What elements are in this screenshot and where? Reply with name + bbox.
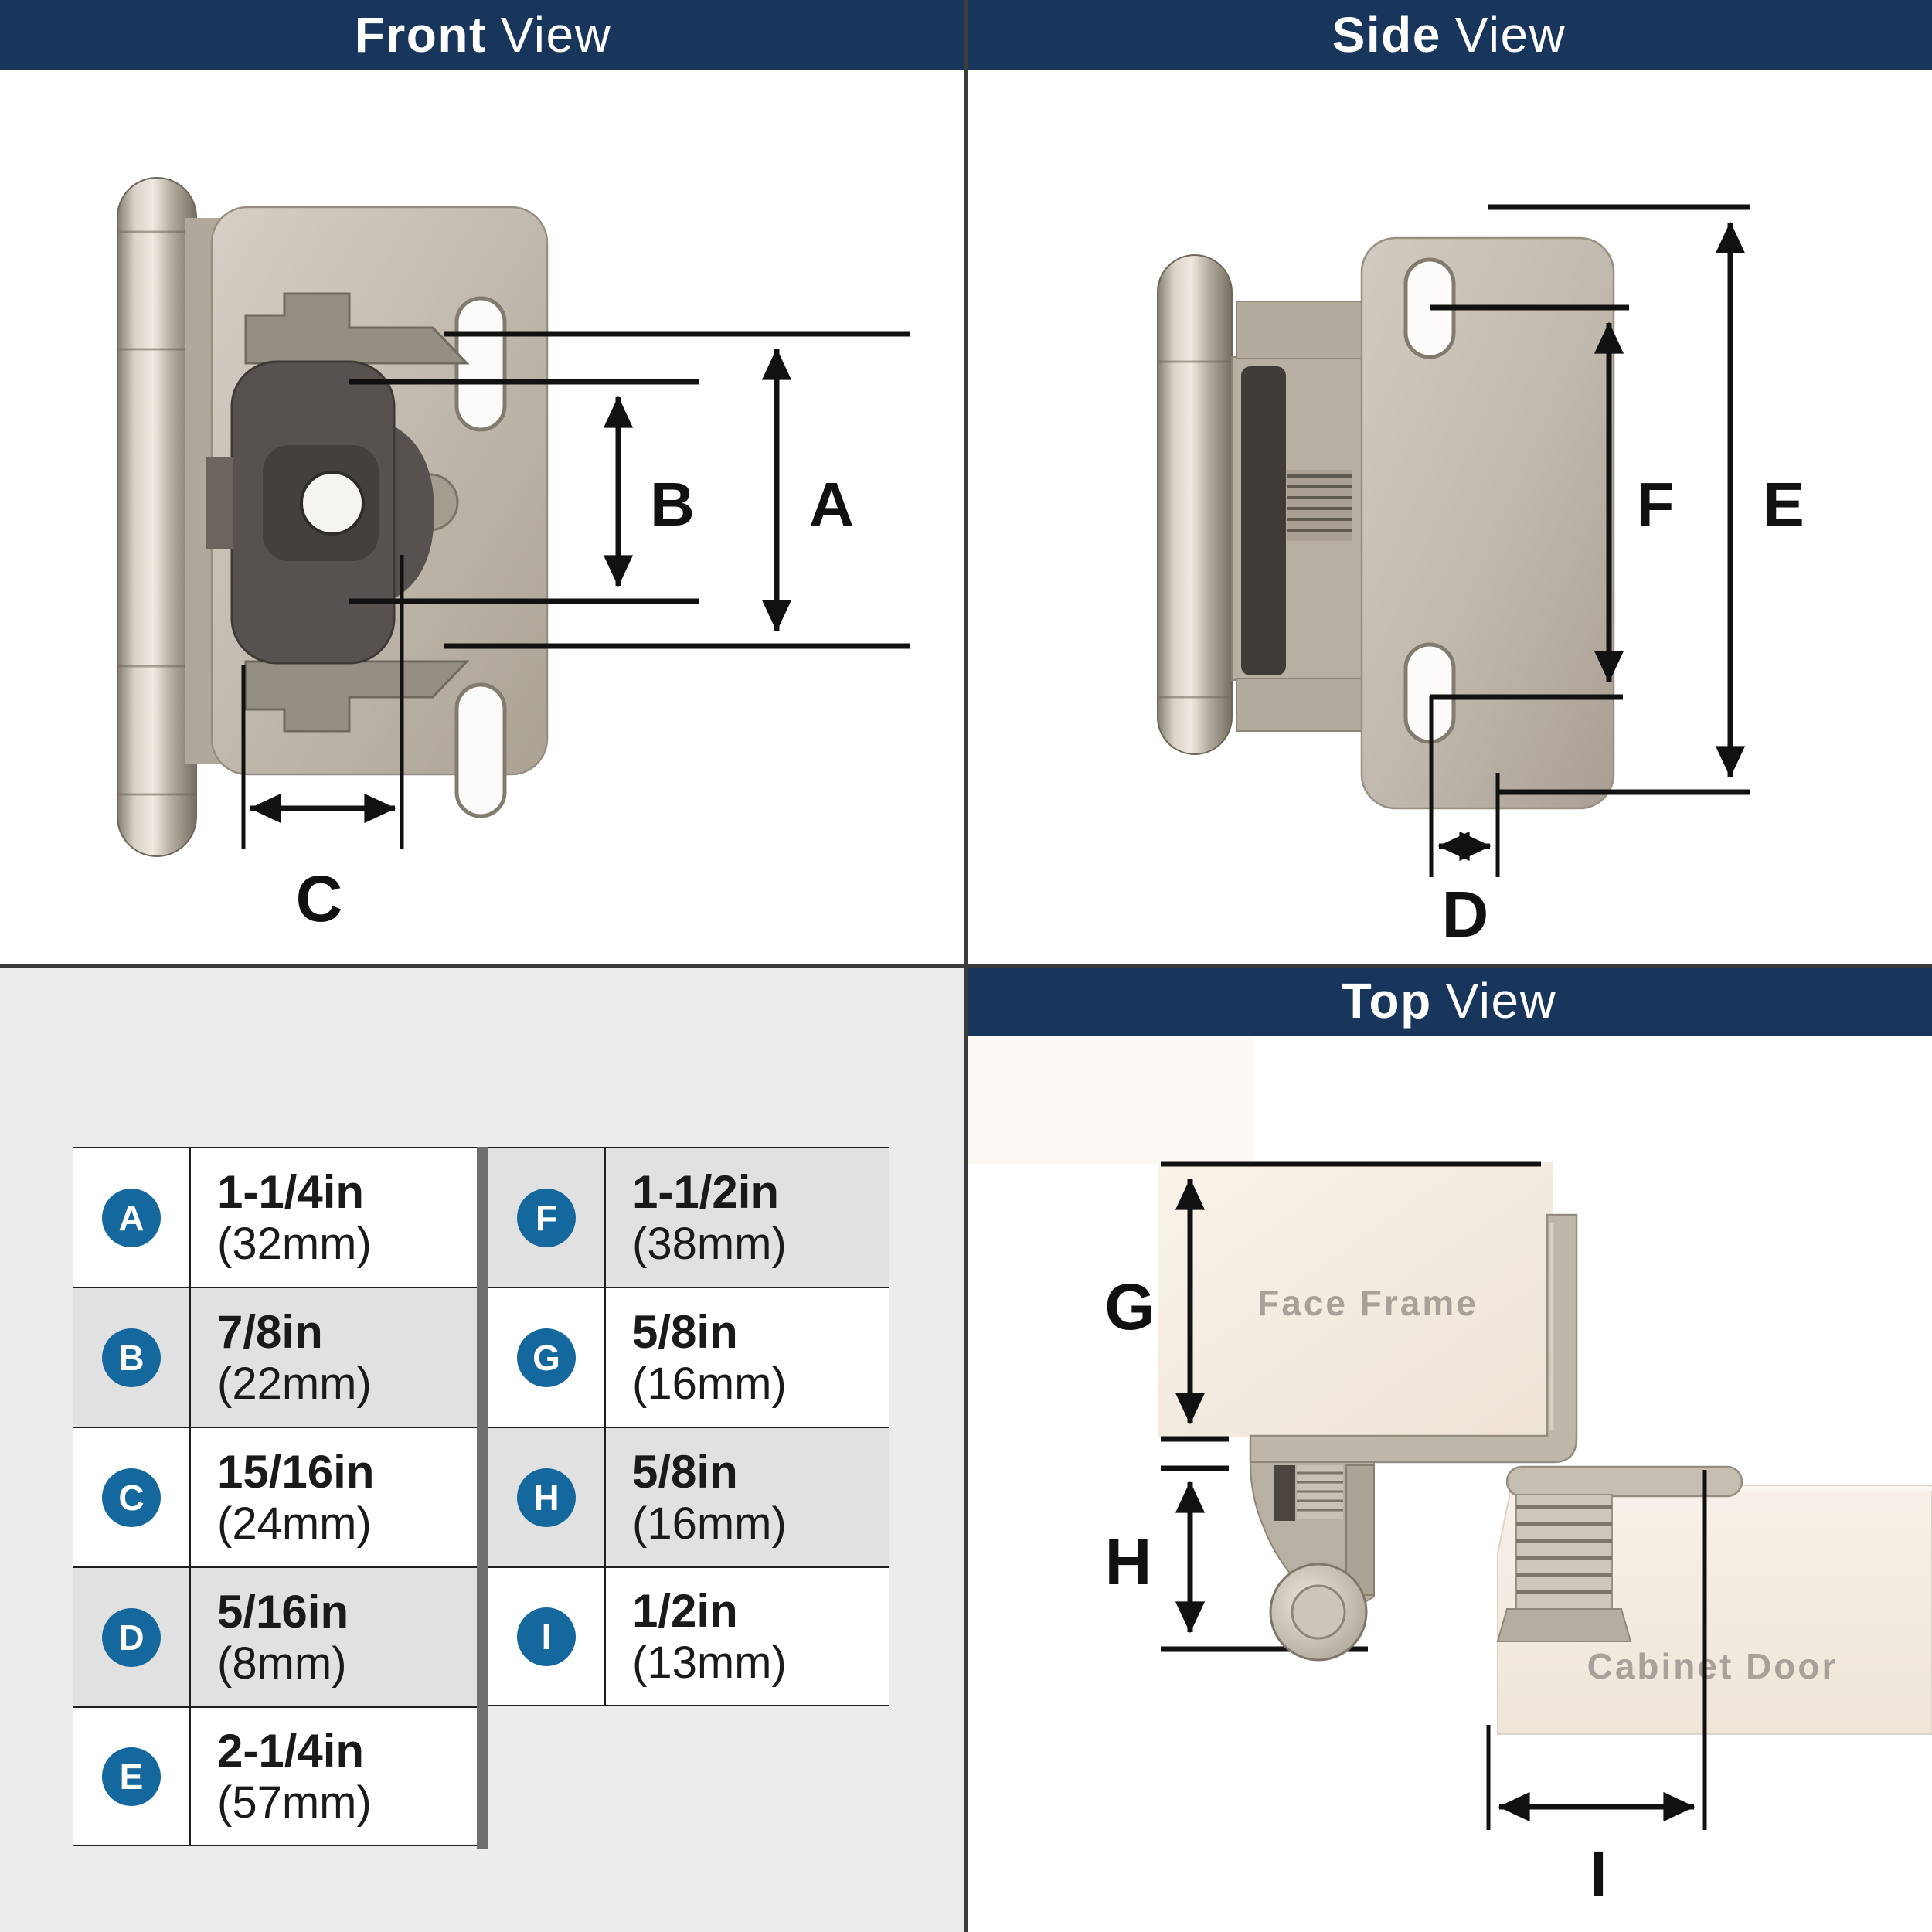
dimensions-column-left: A 1-1/4in (32mm) B 7/8in (22mm) C 15/16i…: [73, 1147, 477, 1846]
hinge-mechanism-side: [1231, 301, 1366, 732]
dim-label-a: A: [809, 470, 854, 539]
top-dimension-lines: [1161, 1161, 1707, 1830]
dim-badge-e: E: [102, 1747, 161, 1806]
front-view-title-bold: Front: [354, 7, 487, 63]
horizontal-quadrant-divider: [0, 964, 1932, 968]
dim-value-mm: (38mm): [632, 1218, 787, 1269]
hinge-door-wing: [1505, 1465, 1743, 1498]
dim-label-i: I: [1589, 1838, 1607, 1910]
table-row: A 1-1/4in (32mm): [73, 1147, 477, 1287]
side-view-title-bold: Side: [1332, 7, 1441, 63]
hinge-wings: [244, 292, 470, 733]
door-adjustment-screw: [1496, 1494, 1632, 1642]
adjustment-cam: [206, 360, 434, 665]
dim-badge-b: B: [102, 1328, 161, 1387]
dim-label-e: E: [1763, 470, 1804, 539]
dim-badge-f: F: [517, 1188, 576, 1247]
dimensions-column-right: F 1-1/2in (38mm) G 5/8in (16mm) H 5/8in …: [488, 1147, 889, 1706]
cabinet-door-label: Cabinet Door: [1587, 1646, 1838, 1686]
dimensions-table: A 1-1/4in (32mm) B 7/8in (22mm) C 15/16i…: [73, 1147, 889, 1849]
dim-value-inches: 1/2in: [632, 1584, 738, 1637]
dim-value-mm: (57mm): [217, 1777, 372, 1828]
table-row: D 5/16in (8mm): [73, 1566, 477, 1706]
dim-value-mm: (8mm): [217, 1638, 347, 1689]
dim-value-inches: 5/8in: [632, 1305, 738, 1358]
dim-value-mm: (22mm): [217, 1358, 372, 1409]
dim-badge-d: D: [102, 1607, 161, 1667]
table-row: G 5/8in (16mm): [488, 1287, 889, 1427]
background-highlight-panel: [966, 1037, 1253, 1164]
dim-badge-g: G: [517, 1328, 576, 1387]
dim-label-f: F: [1637, 470, 1675, 539]
table-row: I 1/2in (13mm): [488, 1566, 889, 1706]
dim-value-mm: (13mm): [632, 1637, 787, 1688]
table-group-divider: [477, 1147, 488, 1849]
face-frame-panel: [1158, 1162, 1553, 1437]
side-view-header: Side View: [966, 0, 1932, 70]
hinge-frame-wing: [1249, 1213, 1578, 1464]
hinge-knuckle-assembly: [1249, 1461, 1375, 1662]
dim-value-mm: (32mm): [217, 1218, 372, 1269]
top-view-title-regular: View: [1445, 973, 1557, 1029]
front-view-diagram: A B C: [117, 177, 910, 935]
dim-label-b: B: [650, 470, 695, 539]
cam-hole: [300, 471, 365, 536]
dimensions-table-quadrant: A 1-1/4in (32mm) B 7/8in (22mm) C 15/16i…: [0, 966, 966, 1932]
side-view-quadrant: Side View: [966, 0, 1932, 966]
dim-badge-h: H: [517, 1468, 576, 1527]
dim-label-d: D: [1442, 878, 1489, 951]
front-dimension-lines: [241, 331, 910, 849]
table-row: E 2-1/4in (57mm): [73, 1706, 477, 1846]
dim-value-inches: 1-1/2in: [632, 1165, 780, 1218]
dim-value-inches: 1-1/4in: [217, 1165, 365, 1218]
top-view-diagram: Face Frame Cabinet Door: [966, 1037, 1932, 1910]
dim-badge-a: A: [102, 1188, 161, 1247]
dim-value-inches: 5/8in: [632, 1445, 738, 1498]
side-view-diagram: E F D: [1157, 204, 1804, 951]
dim-value-inches: 5/16in: [217, 1585, 349, 1638]
dim-badge-c: C: [102, 1468, 161, 1527]
side-view-title-regular: View: [1454, 7, 1566, 63]
hinge-barrel-side: [1157, 254, 1233, 755]
dim-value-inches: 2-1/4in: [217, 1724, 365, 1777]
dim-label-c: C: [296, 862, 343, 935]
dim-value-mm: (16mm): [632, 1358, 787, 1409]
hinge-plate-side: [1360, 236, 1615, 810]
top-view-title-bold: Top: [1341, 973, 1432, 1029]
dim-value-mm: (16mm): [632, 1498, 787, 1549]
front-view-title-regular: View: [500, 7, 612, 63]
top-view-header: Top View: [966, 966, 1932, 1036]
front-view-quadrant: Front View: [0, 0, 966, 966]
face-frame-label: Face Frame: [1257, 1283, 1478, 1323]
top-view-quadrant: Top View Face Frame Cabinet Door: [966, 966, 1932, 1932]
hinge-barrel: [117, 177, 197, 857]
table-row: H 5/8in (16mm): [488, 1427, 889, 1566]
front-view-header: Front View: [0, 0, 966, 70]
dim-value-mm: (24mm): [217, 1498, 372, 1549]
table-row: C 15/16in (24mm): [73, 1427, 477, 1566]
dim-value-inches: 15/16in: [217, 1445, 375, 1498]
table-row: B 7/8in (22mm): [73, 1287, 477, 1427]
dim-badge-i: I: [517, 1607, 576, 1666]
dim-label-g: G: [1104, 1270, 1155, 1343]
side-dimension-lines: [1429, 204, 1750, 877]
table-row: F 1-1/2in (38mm): [488, 1147, 889, 1287]
screw-slot-bottom: [454, 682, 507, 818]
dim-label-h: H: [1105, 1526, 1152, 1598]
dim-value-inches: 7/8in: [217, 1305, 323, 1358]
